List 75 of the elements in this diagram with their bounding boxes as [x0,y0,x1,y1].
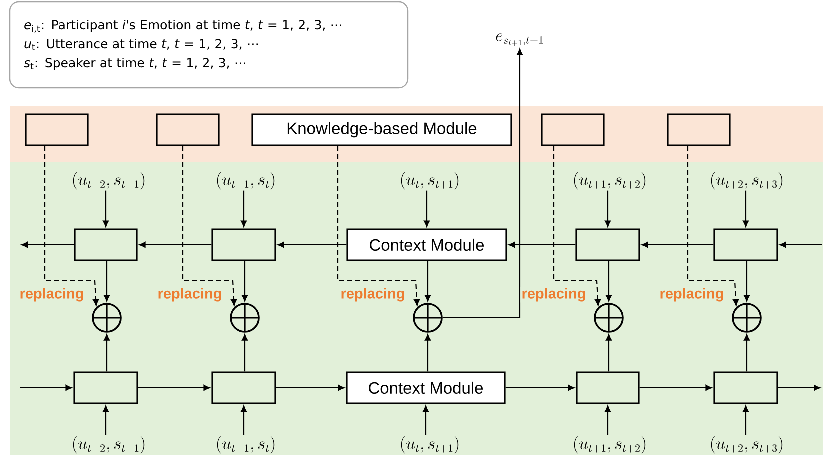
dashed-arrow [44,146,100,306]
arrow [744,334,750,372]
arrow [605,406,611,436]
arrow [605,190,611,228]
arrow [424,190,430,228]
arrow [104,334,110,372]
arrow [744,261,750,302]
arrow [276,384,345,391]
legend-box: e$_{i,t}$: Participant i's Emotion at time t, t = 1, 2, 3, ⋯ u$_{t}$: Utterance at time t, t = 1, 2, 3, ⋯ s$_{t}$: Speaker at time t, t = 1, 2, 3, ⋯ [9,1,409,89]
edge-label: replacing [520,287,588,303]
sum-symbol [230,303,260,333]
arrow [278,242,347,248]
empty-box [667,114,731,146]
empty-box [74,228,138,262]
dashed-arrow [337,146,420,306]
arrow [742,406,749,436]
arrow [103,406,110,436]
empty-box [576,372,640,404]
arrow [780,242,822,248]
empty-box [541,114,605,146]
edge-label: replacing [340,287,406,303]
arrow [242,261,248,302]
empty-box [212,372,276,404]
dashed-arrow [182,146,238,306]
arrow [104,261,110,302]
arrow [20,384,72,391]
arrow [642,242,714,248]
arrow [139,242,212,248]
empty-box [156,114,220,146]
empty-box [576,228,640,262]
arrow [241,406,248,436]
sum-symbol [594,303,624,333]
empty-box [714,228,778,262]
formula-label: $(u_{t}, s_{t+1})$ [401,436,459,454]
sum-symbol [732,303,762,333]
edge-label: replacing [658,287,726,303]
formula-label: $e_{s_{t+1},t+1}$ [496,34,544,46]
edge-label: replacing [18,287,86,303]
arrow [742,190,749,228]
arrow [508,242,576,248]
arrow [425,261,432,302]
empty-box [714,372,778,404]
module-box: Knowledge-based Module [252,114,512,146]
arrow [425,334,432,372]
arrow [103,190,110,228]
arrow [506,384,575,391]
module-box: Context Module [346,228,508,262]
formula-label: $(u_{t-1}, s_{t})$ [217,172,275,190]
formula-label: $(u_{t-1}, s_{t})$ [217,436,275,454]
module-box: Context Module [346,372,506,404]
formula-label: $(u_{t+1}, s_{t+2})$ [574,172,646,190]
formula-label: $(u_{t+1}, s_{t+2})$ [574,436,646,454]
arrow [778,384,821,391]
edge-label: replacing [156,287,224,303]
formula-label: $(u_{t+2}, s_{t+3})$ [711,172,783,190]
empty-box [212,228,276,262]
arrow [242,334,248,372]
formula-label: $(u_{t-2}, s_{t-1})$ [73,172,145,190]
arrow [138,384,210,391]
arrow [423,406,429,436]
formula-label: $(u_{t-2}, s_{t-1})$ [73,436,145,454]
dashed-arrow [553,146,602,306]
arrow [606,334,612,372]
empty-box [74,372,138,404]
arrow [241,190,248,228]
formula-label: $(u_{t+2}, s_{t+3})$ [711,436,783,454]
dashed-arrow [687,146,740,306]
arrow [606,261,612,302]
sum-symbol [92,303,122,333]
arrow [442,48,523,319]
formula-label: $(u_{t}, s_{t+1})$ [401,172,459,190]
empty-box [25,114,89,146]
sum-symbol [413,303,443,333]
arrow [640,384,712,391]
arrow [21,242,74,248]
